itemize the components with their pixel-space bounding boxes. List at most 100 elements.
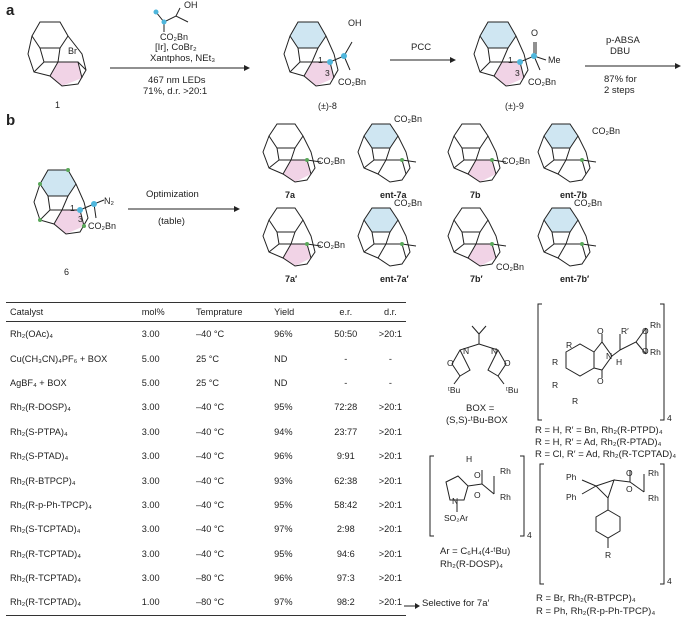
compound-1-structure	[27, 21, 87, 87]
table-cell: –40 °C	[195, 402, 225, 413]
table-cell: 96%	[274, 573, 293, 584]
table-cell: 9:91	[336, 451, 355, 462]
table-cell: 1.00	[137, 590, 192, 616]
phthal-o-bot: O	[597, 376, 604, 386]
phthal-line2: R = H, R′ = Ad, Rh₂(R-PTAD)₄	[535, 437, 662, 448]
product-label-5: ent-7a′	[380, 274, 409, 284]
box-eq: BOX =	[466, 403, 495, 414]
compound-8-pos1: 1	[318, 55, 323, 65]
tpcp-o1: O	[626, 468, 633, 478]
tpcp-sub4: 4	[667, 576, 672, 586]
table-cell: 96%	[274, 451, 293, 462]
compound-9-pos3: 3	[515, 68, 520, 78]
compound-6-pos1: 1	[70, 203, 75, 213]
table-cell: >20:1	[378, 499, 402, 510]
dosp-so2ar: SO₂Ar	[444, 513, 469, 523]
tpcp-catalyst-structure	[539, 463, 665, 585]
product-label-6: 7b′	[470, 274, 483, 284]
table-cell: >20:1	[378, 475, 402, 486]
table-cell: –40 °C	[195, 475, 225, 486]
phthal-line3: R = Cl, R′ = Ad, Rh₂(R-TCPTAD)₄	[535, 449, 677, 460]
compound-6-label: 6	[64, 267, 70, 277]
table-cell: –80 °C	[191, 590, 271, 616]
box-name: (S,S)-ᵗBu-BOX	[446, 415, 508, 426]
table-cell: -	[344, 377, 348, 388]
table-cell: 5.00	[141, 377, 160, 388]
product-co2bn-5: CO₂Bn	[394, 198, 423, 208]
table-cell: 94:6	[336, 548, 355, 559]
col-dr: d.r.	[374, 302, 406, 322]
product-structure-0	[262, 123, 322, 183]
col-er: e.r.	[316, 302, 375, 322]
phthal-r2: R	[552, 357, 559, 367]
box-tbu-right: ᵗBu	[506, 385, 519, 395]
panel-label-a: a	[6, 2, 15, 19]
table-cell: Rh₂(R-TCPTAD)₄	[10, 548, 81, 559]
product-label-1: ent-7a	[380, 190, 407, 200]
table-cell: 3.00	[141, 402, 160, 413]
phthal-h: H	[616, 357, 623, 367]
dosp-h: H	[466, 454, 473, 464]
compound-6-n2: N₂	[104, 196, 114, 206]
table-cell: 94%	[274, 426, 293, 437]
product-structure-6	[447, 207, 507, 267]
table-cell: Rh₂(R-DOSP)₄	[10, 402, 71, 413]
tpcp-r: R	[605, 550, 612, 560]
table-cell: 23:77	[334, 426, 358, 437]
compound-6-pos3: 3	[78, 214, 83, 224]
product-structure-2	[447, 123, 507, 183]
table-cell: 25 °C	[195, 353, 220, 364]
table-cell: Rh₂(S-PTAD)₄	[10, 451, 69, 462]
table-cell: 3.00	[141, 573, 160, 584]
phthal-o-ester2: O	[642, 346, 649, 356]
table-cell: Rh₂(R-TCPTAD)₄	[6, 590, 138, 616]
box-n-left: N	[463, 346, 470, 356]
table-cell: 3.00	[141, 426, 160, 437]
dosp-line2: Rh₂(R-DOSP)₄	[440, 559, 503, 570]
product-co2bn-0: CO₂Bn	[317, 156, 346, 166]
table-cell: 62:38	[334, 475, 358, 486]
table-cell: 93%	[274, 475, 293, 486]
compound-6-structure	[33, 168, 105, 235]
table-cell: -	[388, 353, 392, 364]
dosp-line1: Ar = C₆H₄(4-ᵗBu)	[440, 546, 511, 557]
col-temp: Temprature	[191, 302, 271, 322]
table-cell: Rh₂(R-TCPTAD)₄	[10, 573, 81, 584]
phthal-rh-top: Rh	[650, 320, 661, 330]
table-cell: –40 °C	[195, 451, 225, 462]
optimization-label: Optimization	[146, 189, 199, 200]
catalyst-table: Catalyst mol% Temprature Yield e.r. d.r.…	[6, 302, 406, 616]
compound-8-oh: OH	[348, 18, 362, 28]
table-cell: >20:1	[378, 329, 402, 340]
phthal-r-prime: R′	[621, 326, 629, 336]
table-cell: –80 °C	[195, 573, 225, 584]
dosp-n: N	[452, 496, 459, 506]
compound-8-co2bn: CO₂Bn	[338, 77, 367, 87]
condition-1-line-2: Xantphos, NEt₃	[150, 53, 216, 64]
table-cell: 98:2	[316, 590, 375, 616]
reagent-structure	[153, 7, 189, 32]
selective-note: Selective for 7a′	[422, 598, 490, 609]
table-cell: 3.00	[141, 548, 160, 559]
condition-3-line-1: p-ABSA	[606, 35, 640, 46]
tpcp-ph1: Ph	[566, 472, 577, 482]
phthal-o-top: O	[597, 326, 604, 336]
table-cell: >20:1	[378, 402, 402, 413]
table-cell: 95%	[274, 548, 293, 559]
compound-9-o: O	[531, 28, 539, 38]
compound-9-me: Me	[548, 55, 561, 65]
table-cell: >20:1	[378, 524, 402, 535]
table-cell: >20:1	[374, 590, 406, 616]
product-structure-1	[357, 123, 417, 183]
table-cell: Rh₂(OAc)₄	[10, 329, 54, 340]
product-label-3: ent-7b	[560, 190, 587, 200]
product-co2bn-7: CO₂Bn	[574, 198, 603, 208]
box-tbu-left: ᵗBu	[448, 385, 461, 395]
product-label-4: 7a′	[285, 274, 298, 284]
phthal-o-ester1: O	[642, 326, 649, 336]
product-structure-5	[357, 207, 417, 267]
